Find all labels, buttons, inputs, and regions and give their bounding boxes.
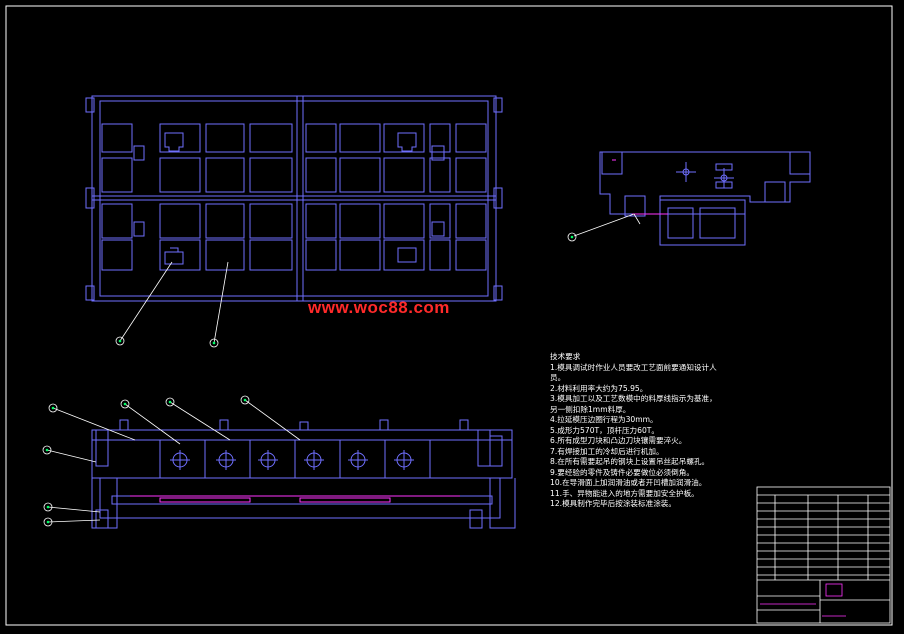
title-block (756, 486, 891, 624)
plan-pocket (101, 123, 133, 153)
plan-pocket (101, 203, 133, 239)
plan-pocket (305, 203, 337, 239)
callout-marker (240, 395, 250, 405)
plan-pocket (249, 239, 293, 271)
callout-marker (43, 502, 53, 512)
plan-pocket (249, 203, 293, 239)
callout-marker (42, 445, 52, 455)
plan-pocket (101, 157, 133, 193)
technical-requirements: 技术要求 1.模具调试时作业人员要改工艺面前要通知设计人员。 2.材料利用率大约… (550, 352, 720, 510)
plan-pocket (383, 123, 425, 153)
plan-pocket (159, 239, 201, 271)
plan-pocket (339, 123, 381, 153)
plan-pocket (383, 239, 425, 271)
plan-pocket (429, 123, 451, 153)
requirement-item: 3.模具加工以及工艺数模中的料厚线指示为基准，另一侧扣除1mm料厚。 (550, 394, 717, 414)
requirement-item: 8.在所有需要起吊的钢块上设置吊丝起吊螺孔。 (550, 457, 710, 466)
callout-marker (48, 403, 58, 413)
plan-pocket (455, 157, 487, 193)
requirement-item: 11.手、异物能进入的地方需要加安全护板。 (550, 488, 699, 498)
callout-marker (567, 232, 577, 242)
callout-marker (120, 399, 130, 409)
callout-markers (42, 232, 577, 527)
plan-pocket (383, 157, 425, 193)
watermark-text: www.woc88.com (308, 298, 450, 317)
plan-pocket (339, 239, 381, 271)
plan-view (85, 95, 503, 302)
plan-pocket (339, 203, 381, 239)
plan-pocket (159, 157, 201, 193)
plan-pocket (455, 123, 487, 153)
requirement-item: 10.在导滑面上加润滑油或者开凹槽加润滑油。 (550, 478, 707, 487)
technical-requirements-title: 技术要求 (550, 352, 581, 361)
plan-pocket (205, 123, 245, 153)
plan-pocket (205, 203, 245, 239)
callout-marker (209, 338, 219, 348)
plan-pocket (455, 203, 487, 239)
requirement-item: 2.材料利用率大约为75.95。 (550, 383, 648, 393)
side-view-accent (612, 159, 668, 215)
requirement-item: 7.有焊接加工的冷却后进行机加。 (550, 446, 664, 456)
requirement-item: 5.成形力570T，顶杆压力60T。 (550, 425, 660, 435)
drawing-frame (5, 5, 893, 626)
plan-pocket (249, 123, 293, 153)
side-view (599, 151, 811, 246)
requirement-item: 1.模具调试时作业人员要改工艺面前要通知设计人员。 (550, 362, 717, 383)
plan-pocket (101, 239, 133, 271)
callout-marker (165, 397, 175, 407)
requirement-item: 9.要经验的零件及铸件必要做位必须倒角。 (550, 467, 694, 477)
plan-pocket (305, 157, 337, 193)
plan-pocket (159, 123, 201, 153)
plan-pocket (429, 157, 451, 193)
requirement-item: 4.拉延模压边圈行程为30mm。 (550, 415, 658, 424)
plan-pocket (339, 157, 381, 193)
callout-marker (115, 336, 125, 346)
plan-pocket (205, 157, 245, 193)
requirement-item: 6.所有成型刀块和凸边刀块镶需要淬火。 (550, 436, 687, 445)
front-view (91, 419, 516, 529)
plan-pocket (159, 203, 201, 239)
leader-lines (46, 213, 641, 523)
plan-pocket (429, 203, 451, 239)
plan-pocket (249, 157, 293, 193)
title-block-accent (760, 583, 846, 617)
plan-pocket (205, 239, 245, 271)
plan-pocket (305, 123, 337, 153)
front-view-accent (130, 495, 460, 503)
plan-pocket (305, 239, 337, 271)
plan-pocket (429, 239, 451, 271)
plan-pocket (383, 203, 425, 239)
callout-marker (43, 517, 53, 527)
callout-dots (45, 235, 574, 524)
requirement-item: 12.模具制作完毕后按涂装标准涂装。 (550, 499, 676, 508)
plan-pocket (455, 239, 487, 271)
